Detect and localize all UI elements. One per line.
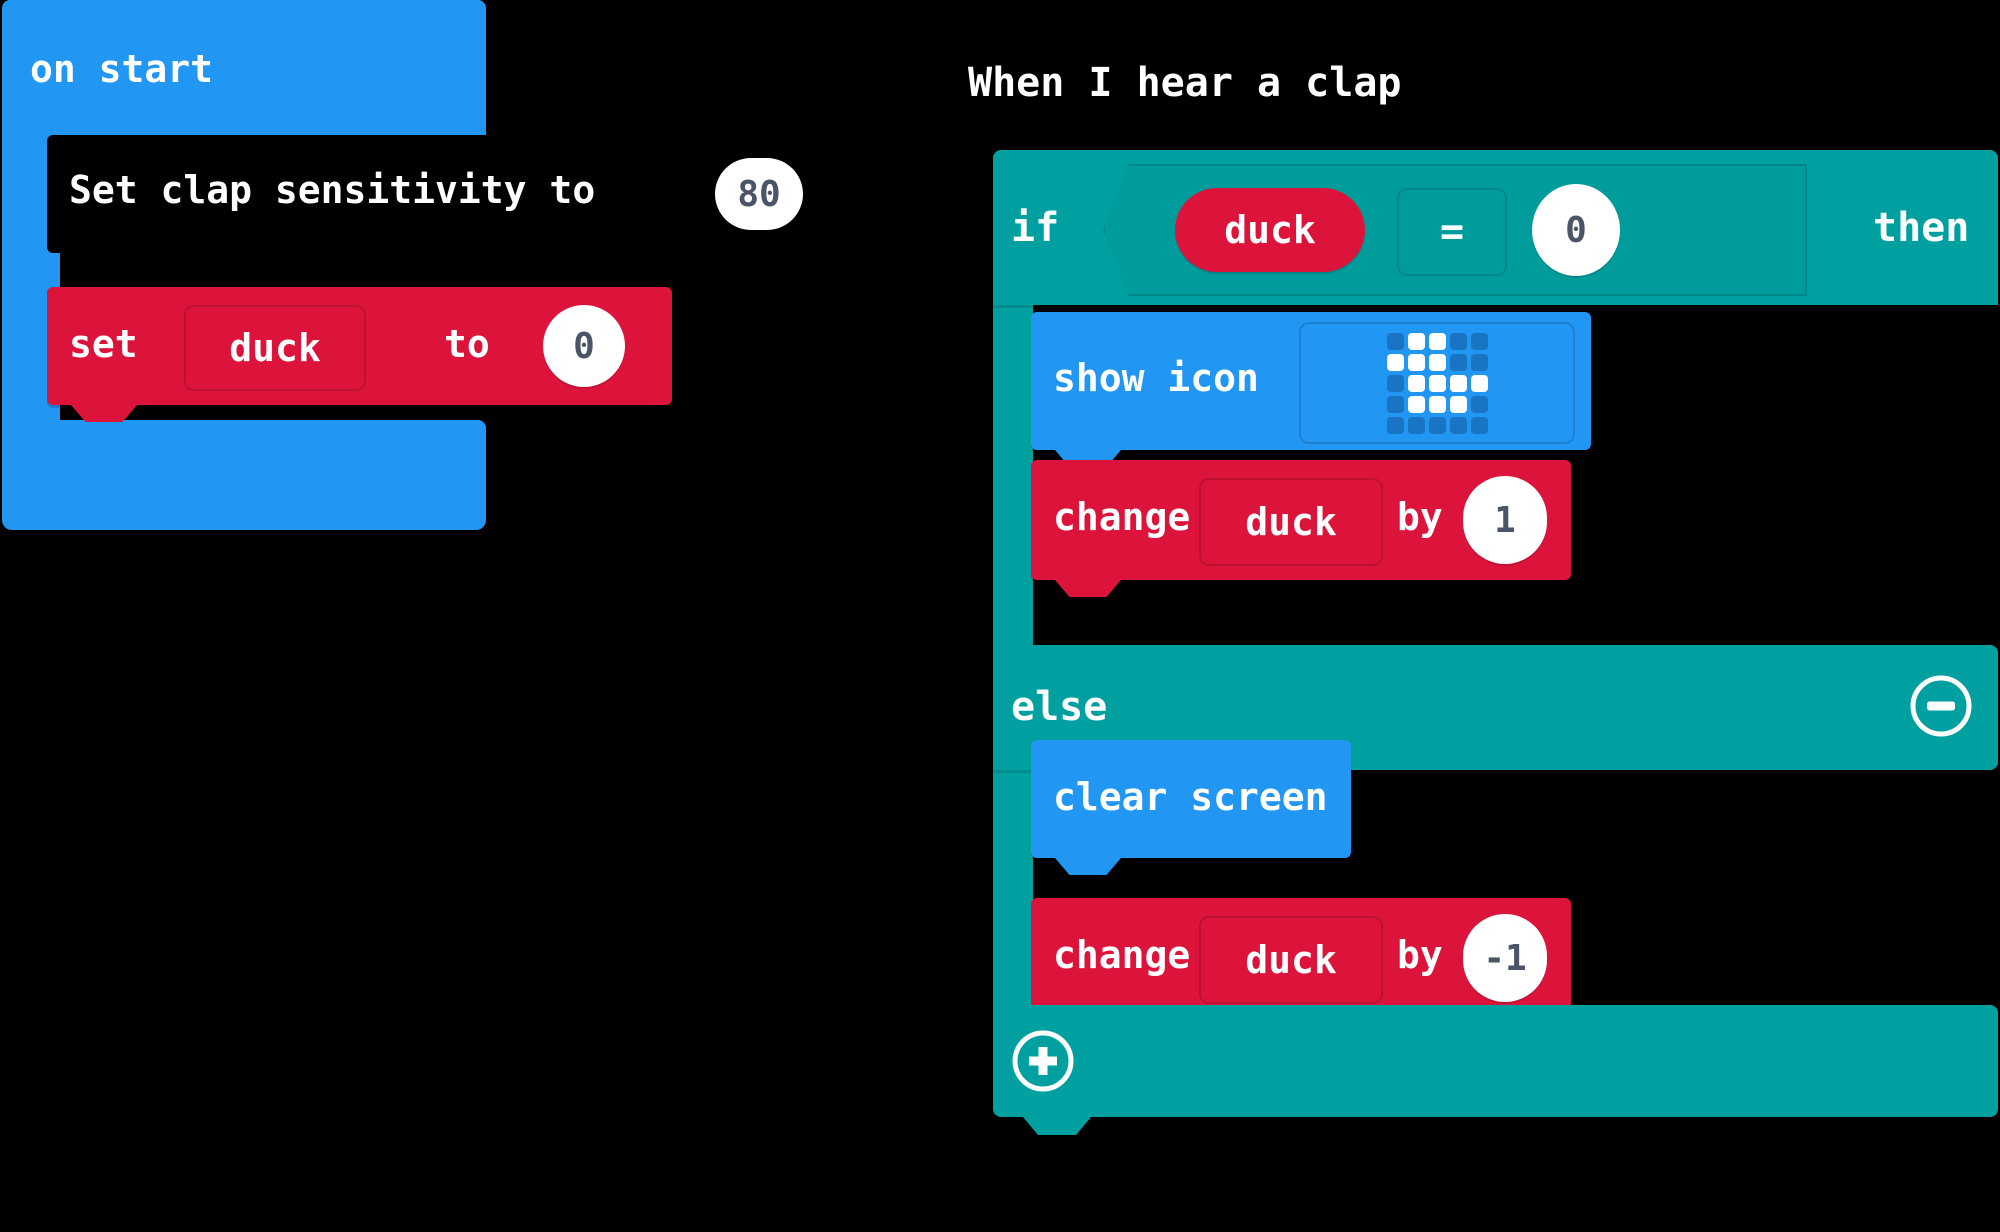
set-variable-connector: to: [444, 322, 490, 366]
plus-circle-icon[interactable]: [1010, 1028, 1076, 1094]
on-start-hat-top: [2, 0, 486, 135]
if-header-notch: [1023, 150, 1091, 168]
comparison-left-variable[interactable]: duck: [1175, 188, 1365, 272]
set-clap-sensitivity-block[interactable]: Set clap sensitivity to 80: [47, 135, 877, 253]
clear-screen-block[interactable]: clear screen: [1031, 740, 1351, 875]
comparison-right-value-field[interactable]: 0: [1532, 184, 1620, 276]
led-cell-0-1: [1407, 332, 1425, 350]
led-cell-0-3: [1449, 332, 1467, 350]
clear-screen-notch-top: [1055, 740, 1121, 757]
led-cell-4-2: [1428, 416, 1446, 434]
led-cell-4-1: [1407, 416, 1425, 434]
set-clap-sensitivity-notch: [71, 135, 137, 152]
led-cell-1-0: [1386, 353, 1404, 371]
set-variable-name-dropdown[interactable]: duck: [184, 305, 366, 391]
led-cell-3-0: [1386, 395, 1404, 413]
led-icon-dropdown[interactable]: [1299, 322, 1575, 444]
led-cell-0-0: [1386, 332, 1404, 350]
if-else-block[interactable]: if duck = 0 then show icon: [993, 150, 1998, 1150]
show-icon-block[interactable]: show icon: [1031, 312, 1591, 467]
led-cell-2-2: [1428, 374, 1446, 392]
on-start-notch-top: [62, 120, 132, 138]
clear-screen-label: clear screen: [1053, 775, 1328, 819]
then-keyword-label: then: [1873, 205, 1970, 251]
on-start-label: on start: [30, 47, 214, 91]
change-variable-block[interactable]: change duck by 1: [1031, 460, 1571, 597]
change-variable-notch-top: [1055, 460, 1121, 477]
comparison-boolean-block[interactable]: duck = 0: [1103, 164, 1807, 296]
if-block-footer-notch: [1023, 1117, 1091, 1135]
else-keyword-label: else: [1011, 684, 1108, 730]
led-cell-2-4: [1470, 374, 1488, 392]
led-cell-3-2: [1428, 395, 1446, 413]
comparison-operator-label: =: [1439, 209, 1465, 255]
minus-circle-icon[interactable]: [1908, 673, 1974, 739]
change-variable-value-field[interactable]: -1: [1463, 914, 1547, 1002]
led-cell-4-4: [1470, 416, 1488, 434]
change-variable-connector: by: [1397, 495, 1443, 539]
on-start-block-stack[interactable]: on start Set clap sensitivity to 80 set …: [2, 0, 877, 532]
led-cell-0-4: [1470, 332, 1488, 350]
on-start-hat-body: [2, 0, 486, 532]
change-variable-name-dropdown[interactable]: duck: [1199, 478, 1383, 566]
led-cell-1-1: [1407, 353, 1425, 371]
set-variable-notch-top: [71, 287, 137, 304]
led-cell-0-2: [1428, 332, 1446, 350]
set-clap-sensitivity-label: Set clap sensitivity to: [69, 168, 596, 212]
led-cell-4-0: [1386, 416, 1404, 434]
set-variable-keyword: set: [69, 322, 138, 366]
show-icon-label: show icon: [1053, 356, 1259, 400]
change-variable-name-label: duck: [1245, 938, 1337, 982]
led-cell-2-0: [1386, 374, 1404, 392]
change-variable-name-label: duck: [1245, 500, 1337, 544]
change-variable-notch-top: [1055, 898, 1121, 915]
set-variable-name-label: duck: [229, 326, 321, 370]
led-cell-3-4: [1470, 395, 1488, 413]
change-variable-keyword: change: [1053, 933, 1191, 977]
show-icon-notch-top: [1055, 312, 1121, 329]
led-cell-2-1: [1407, 374, 1425, 392]
change-variable-notch-bottom: [1055, 580, 1121, 597]
change-variable-connector: by: [1397, 933, 1443, 977]
comparison-left-variable-label: duck: [1224, 208, 1316, 252]
if-header-row[interactable]: if duck = 0 then: [993, 150, 1998, 305]
clear-screen-notch-bottom: [1055, 858, 1121, 875]
led-cell-1-3: [1449, 353, 1467, 371]
change-variable-name-dropdown[interactable]: duck: [1199, 916, 1383, 1004]
set-variable-notch-bottom: [71, 405, 137, 422]
change-variable-keyword: change: [1053, 495, 1191, 539]
if-block-footer[interactable]: [993, 1005, 1998, 1135]
duck-led-icon: [1386, 332, 1488, 434]
led-cell-2-3: [1449, 374, 1467, 392]
set-variable-block[interactable]: set duck to 0: [47, 287, 672, 422]
if-keyword-label: if: [1011, 205, 1060, 251]
change-variable-block[interactable]: change duck by -1: [1031, 898, 1571, 1035]
on-start-hat-bottom: [2, 420, 486, 530]
set-clap-sensitivity-value-field[interactable]: 80: [715, 158, 803, 230]
page-title: When I hear a clap: [968, 60, 1402, 106]
led-cell-1-2: [1428, 353, 1446, 371]
led-cell-3-3: [1449, 395, 1467, 413]
led-cell-3-1: [1407, 395, 1425, 413]
if-branch-left-rail: [993, 300, 1033, 660]
change-variable-value-field[interactable]: 1: [1463, 476, 1547, 564]
comparison-operator-dropdown[interactable]: =: [1397, 188, 1507, 276]
led-cell-4-3: [1449, 416, 1467, 434]
set-variable-value-field[interactable]: 0: [543, 305, 625, 387]
led-cell-1-4: [1470, 353, 1488, 371]
